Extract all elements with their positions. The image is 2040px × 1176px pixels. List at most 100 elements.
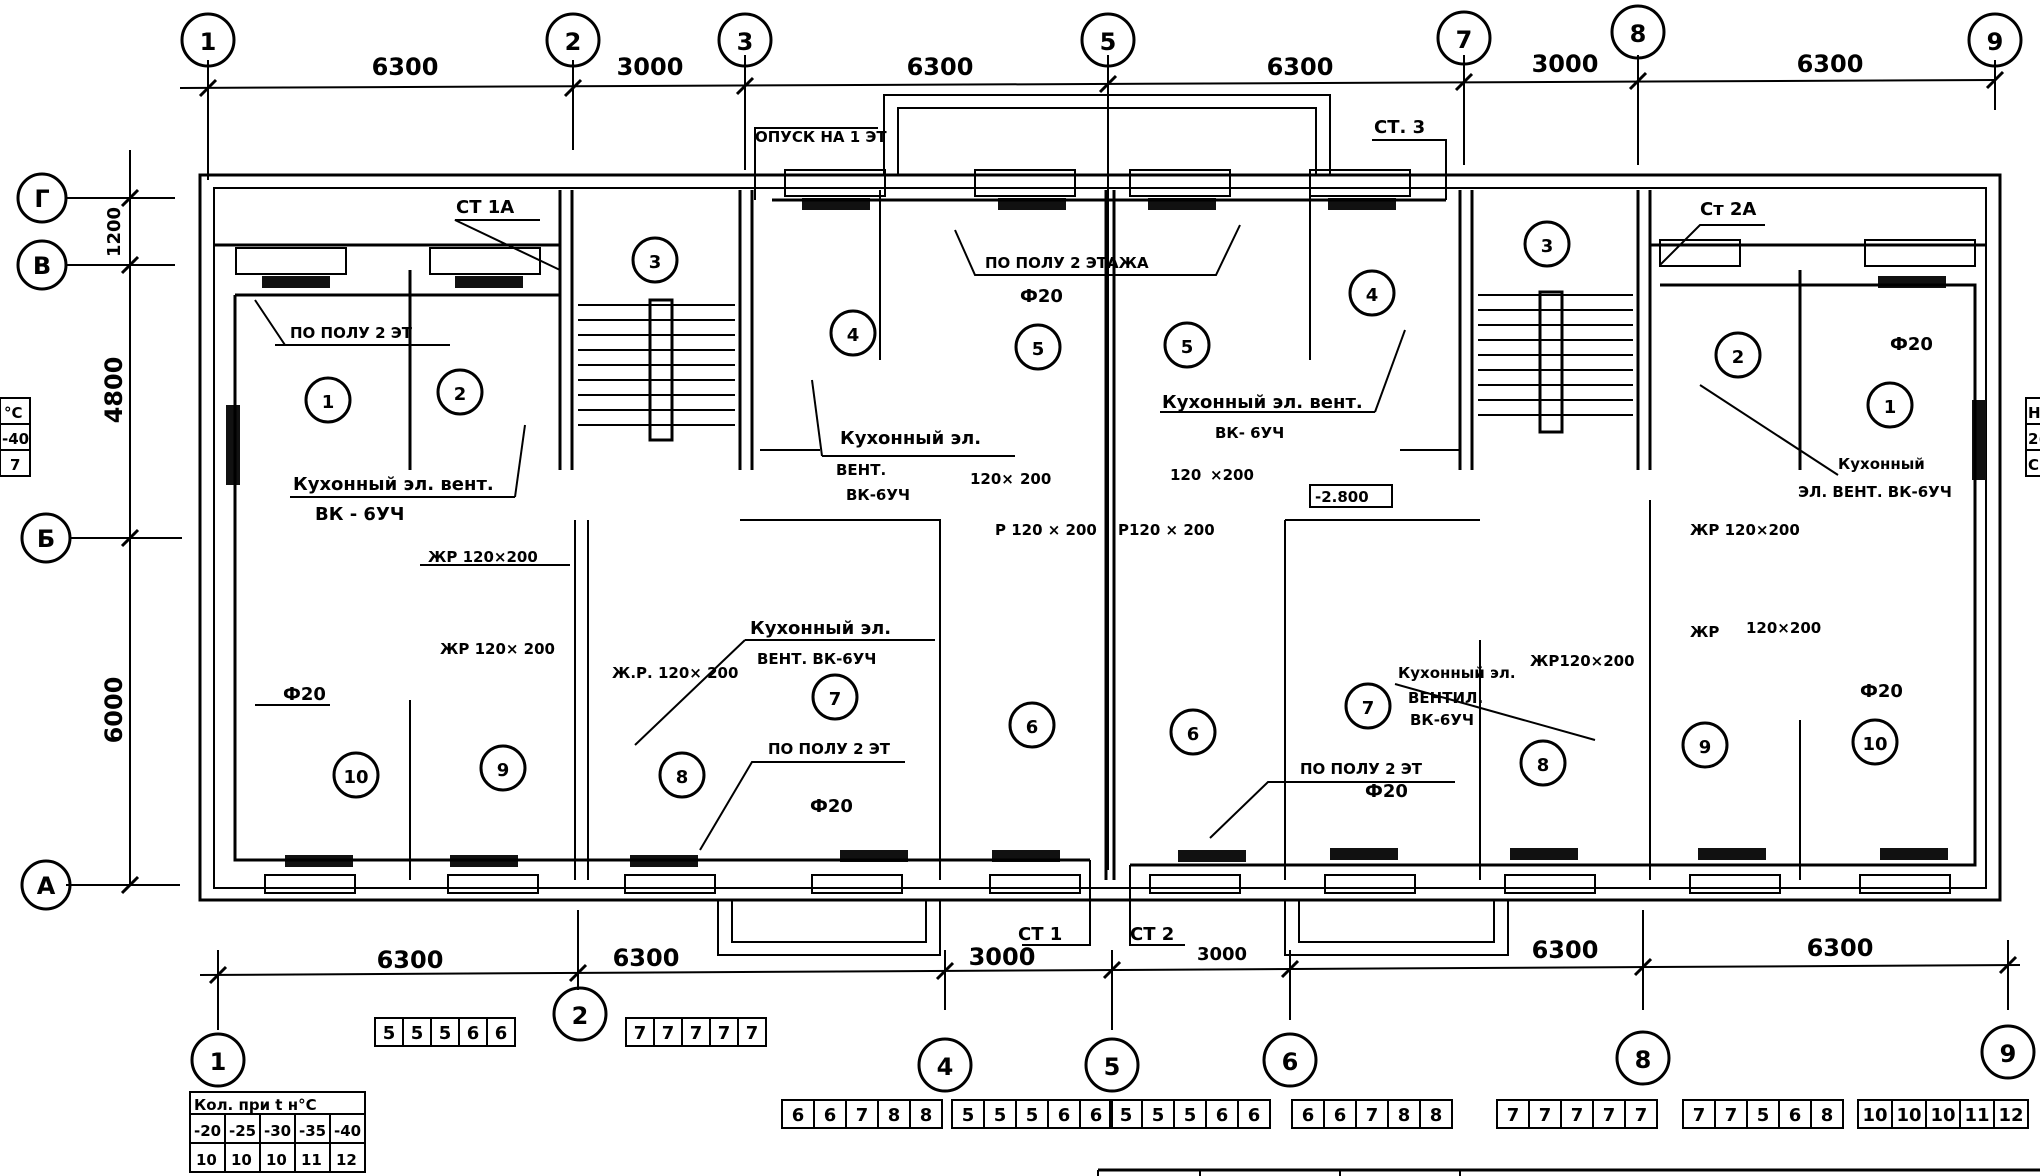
axis-top-3: 3 bbox=[737, 28, 754, 56]
schedule-value: 7 bbox=[1366, 1105, 1379, 1126]
svg-text:2(: 2( bbox=[2028, 430, 2040, 448]
dim-top-2: 3000 bbox=[617, 53, 684, 81]
room-numbers: 1 2 3 4 5 10 9 8 7 6 5 4 3 2 1 6 7 8 9 1… bbox=[304, 220, 1914, 799]
note-phi20-right: Ф20 bbox=[1890, 334, 1933, 355]
schedule-value: 6 bbox=[1302, 1105, 1315, 1126]
note-phi20-left: Ф20 bbox=[283, 684, 326, 705]
svg-text:8: 8 bbox=[1537, 755, 1550, 776]
schedule-value: 5 bbox=[411, 1023, 424, 1044]
schedule-value: 5 bbox=[1152, 1105, 1165, 1126]
svg-text:11: 11 bbox=[301, 1151, 322, 1169]
svg-text:5: 5 bbox=[1032, 339, 1045, 360]
schedule-value: 6 bbox=[1248, 1105, 1261, 1126]
dim-top-1: 6300 bbox=[372, 53, 439, 81]
dim-left-6000: 6000 bbox=[100, 677, 128, 744]
svg-text:10: 10 bbox=[1862, 734, 1887, 755]
side-legend-left: °С -40 7 bbox=[0, 397, 31, 477]
schedule-value: 6 bbox=[1216, 1105, 1229, 1126]
axis-left-V: В bbox=[33, 252, 51, 280]
note-po-polu-2-etazha: ПО ПОЛУ 2 ЭТАЖА bbox=[985, 254, 1149, 272]
axis-left-A: А bbox=[37, 872, 56, 900]
svg-text:12: 12 bbox=[336, 1151, 357, 1169]
stairs-right bbox=[1478, 290, 1633, 434]
svg-text:6300: 6300 bbox=[1807, 934, 1874, 962]
svg-text:Н: Н bbox=[2028, 404, 2040, 422]
axis-top-9: 9 bbox=[1987, 28, 2004, 56]
schedule-value: 6 bbox=[1334, 1105, 1347, 1126]
svg-text:9: 9 bbox=[497, 760, 510, 781]
svg-text:1: 1 bbox=[322, 392, 335, 413]
dim-top-3: 6300 bbox=[907, 53, 974, 81]
schedule-value: 7 bbox=[1725, 1105, 1738, 1126]
schedule-value: 7 bbox=[718, 1023, 731, 1044]
note-r120-a: Р 120 × 200 bbox=[995, 521, 1097, 539]
schedule-cell bbox=[1624, 1099, 1658, 1129]
note-kux-7: Кухонный эл. bbox=[750, 618, 891, 639]
schedule-value: 5 bbox=[1757, 1105, 1770, 1126]
top-dimension-values: 6300 3000 6300 6300 3000 6300 bbox=[372, 50, 1864, 81]
svg-text:°С: °С bbox=[4, 404, 23, 422]
schedule-value: 7 bbox=[746, 1023, 759, 1044]
svg-text:7: 7 bbox=[829, 689, 842, 710]
schedule-value: 6 bbox=[824, 1105, 837, 1126]
schedule-value: 8 bbox=[1430, 1105, 1443, 1126]
top-axis-ticks bbox=[198, 55, 2005, 870]
schedule-value: 10 bbox=[1896, 1105, 1921, 1126]
svg-text:6300: 6300 bbox=[1532, 936, 1599, 964]
svg-text:8: 8 bbox=[1635, 1046, 1652, 1074]
note-kux-center: Кухонный эл. вент. bbox=[1162, 392, 1363, 413]
note-st2a: Ст 2А bbox=[1700, 199, 1756, 220]
svg-text:5: 5 bbox=[1181, 337, 1194, 358]
svg-text:9: 9 bbox=[1699, 737, 1712, 758]
note-vk-left: ВК - 6УЧ bbox=[315, 504, 404, 525]
schedule-cell bbox=[737, 1017, 767, 1047]
note-kux-mid: Кухонный эл. bbox=[840, 428, 981, 449]
svg-text:4: 4 bbox=[847, 325, 860, 346]
schedule-value: 5 bbox=[994, 1105, 1007, 1126]
svg-text:-35: -35 bbox=[299, 1122, 326, 1140]
schedule-cell bbox=[1810, 1099, 1844, 1129]
svg-text:-25: -25 bbox=[229, 1122, 256, 1140]
note-el-vent-right: ЭЛ. ВЕНТ. ВК-6УЧ bbox=[1798, 483, 1952, 501]
svg-text:10: 10 bbox=[343, 767, 368, 788]
heating-pipes bbox=[233, 198, 1977, 867]
schedule-value: 7 bbox=[1571, 1105, 1584, 1126]
schedule-value: 11 bbox=[1964, 1105, 1989, 1126]
schedule-value: 6 bbox=[1058, 1105, 1071, 1126]
note-kux-right7: Кухонный эл. bbox=[1398, 664, 1516, 682]
svg-text:3000: 3000 bbox=[969, 943, 1036, 971]
note-vent-7: ВЕНТ. ВК-6УЧ bbox=[757, 650, 876, 668]
schedule-value: 7 bbox=[1603, 1105, 1616, 1126]
schedule-value: 10 bbox=[1862, 1105, 1887, 1126]
note-level: -2.800 bbox=[1315, 488, 1369, 506]
note-kux-left: Кухонный эл. вент. bbox=[293, 474, 494, 495]
dim-top-4: 6300 bbox=[1267, 53, 1334, 81]
svg-text:10: 10 bbox=[196, 1151, 217, 1169]
svg-text:6300: 6300 bbox=[613, 944, 680, 972]
schedule-value: 5 bbox=[439, 1023, 452, 1044]
svg-text:-30: -30 bbox=[264, 1122, 291, 1140]
svg-text:2: 2 bbox=[1732, 347, 1745, 368]
svg-text:120×: 120× bbox=[970, 470, 1014, 488]
note-kux-right: Кухонный bbox=[1838, 455, 1925, 473]
stairs-left bbox=[578, 298, 735, 442]
note-phi20-right2: Ф20 bbox=[1860, 681, 1903, 702]
note-st1a: СТ 1А bbox=[456, 197, 514, 218]
note-vk-mid: ВК-6УЧ bbox=[846, 486, 910, 504]
note-vent-mid: ВЕНТ. bbox=[836, 461, 886, 479]
axis-left-B: Б bbox=[37, 525, 55, 553]
svg-text:120: 120 bbox=[1170, 466, 1201, 484]
note-opusk: ОПУСК НА 1 ЭТ bbox=[755, 128, 887, 146]
axis-top-5: 5 bbox=[1100, 28, 1117, 56]
windows bbox=[235, 169, 1976, 894]
svg-text:10: 10 bbox=[231, 1151, 252, 1169]
schedule-cell bbox=[1993, 1099, 2029, 1129]
svg-text:3: 3 bbox=[649, 252, 662, 273]
top-axis-bubbles: 1 2 3 5 7 8 9 bbox=[180, 4, 2023, 68]
schedule-value: 6 bbox=[792, 1105, 805, 1126]
